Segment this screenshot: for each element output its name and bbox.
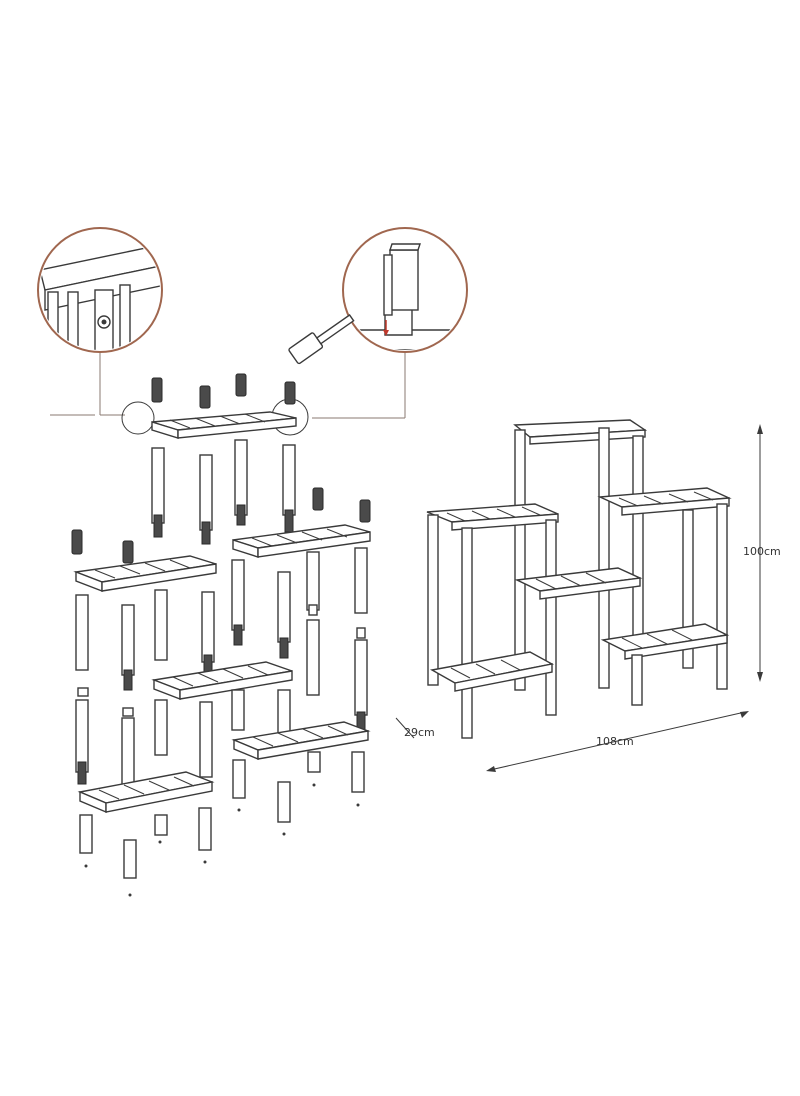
hammer-icon — [288, 314, 355, 365]
shelf-lower-left — [77, 771, 215, 814]
depth-dimension-label: 29cm — [404, 726, 435, 739]
exploded-assembly — [71, 373, 371, 897]
shelf-center — [151, 661, 293, 701]
detail-callout-right — [271, 227, 468, 436]
detail-callout-left — [37, 227, 163, 435]
shelf-mid-right — [232, 524, 371, 558]
top-shelf — [151, 411, 297, 439]
height-dimension-label: 100cm — [743, 545, 781, 558]
width-dimension-label: 108cm — [596, 735, 634, 748]
assembled-shelf-unit — [395, 419, 763, 772]
shelf-mid-left — [73, 555, 217, 593]
shelf-lower-right — [231, 721, 371, 761]
